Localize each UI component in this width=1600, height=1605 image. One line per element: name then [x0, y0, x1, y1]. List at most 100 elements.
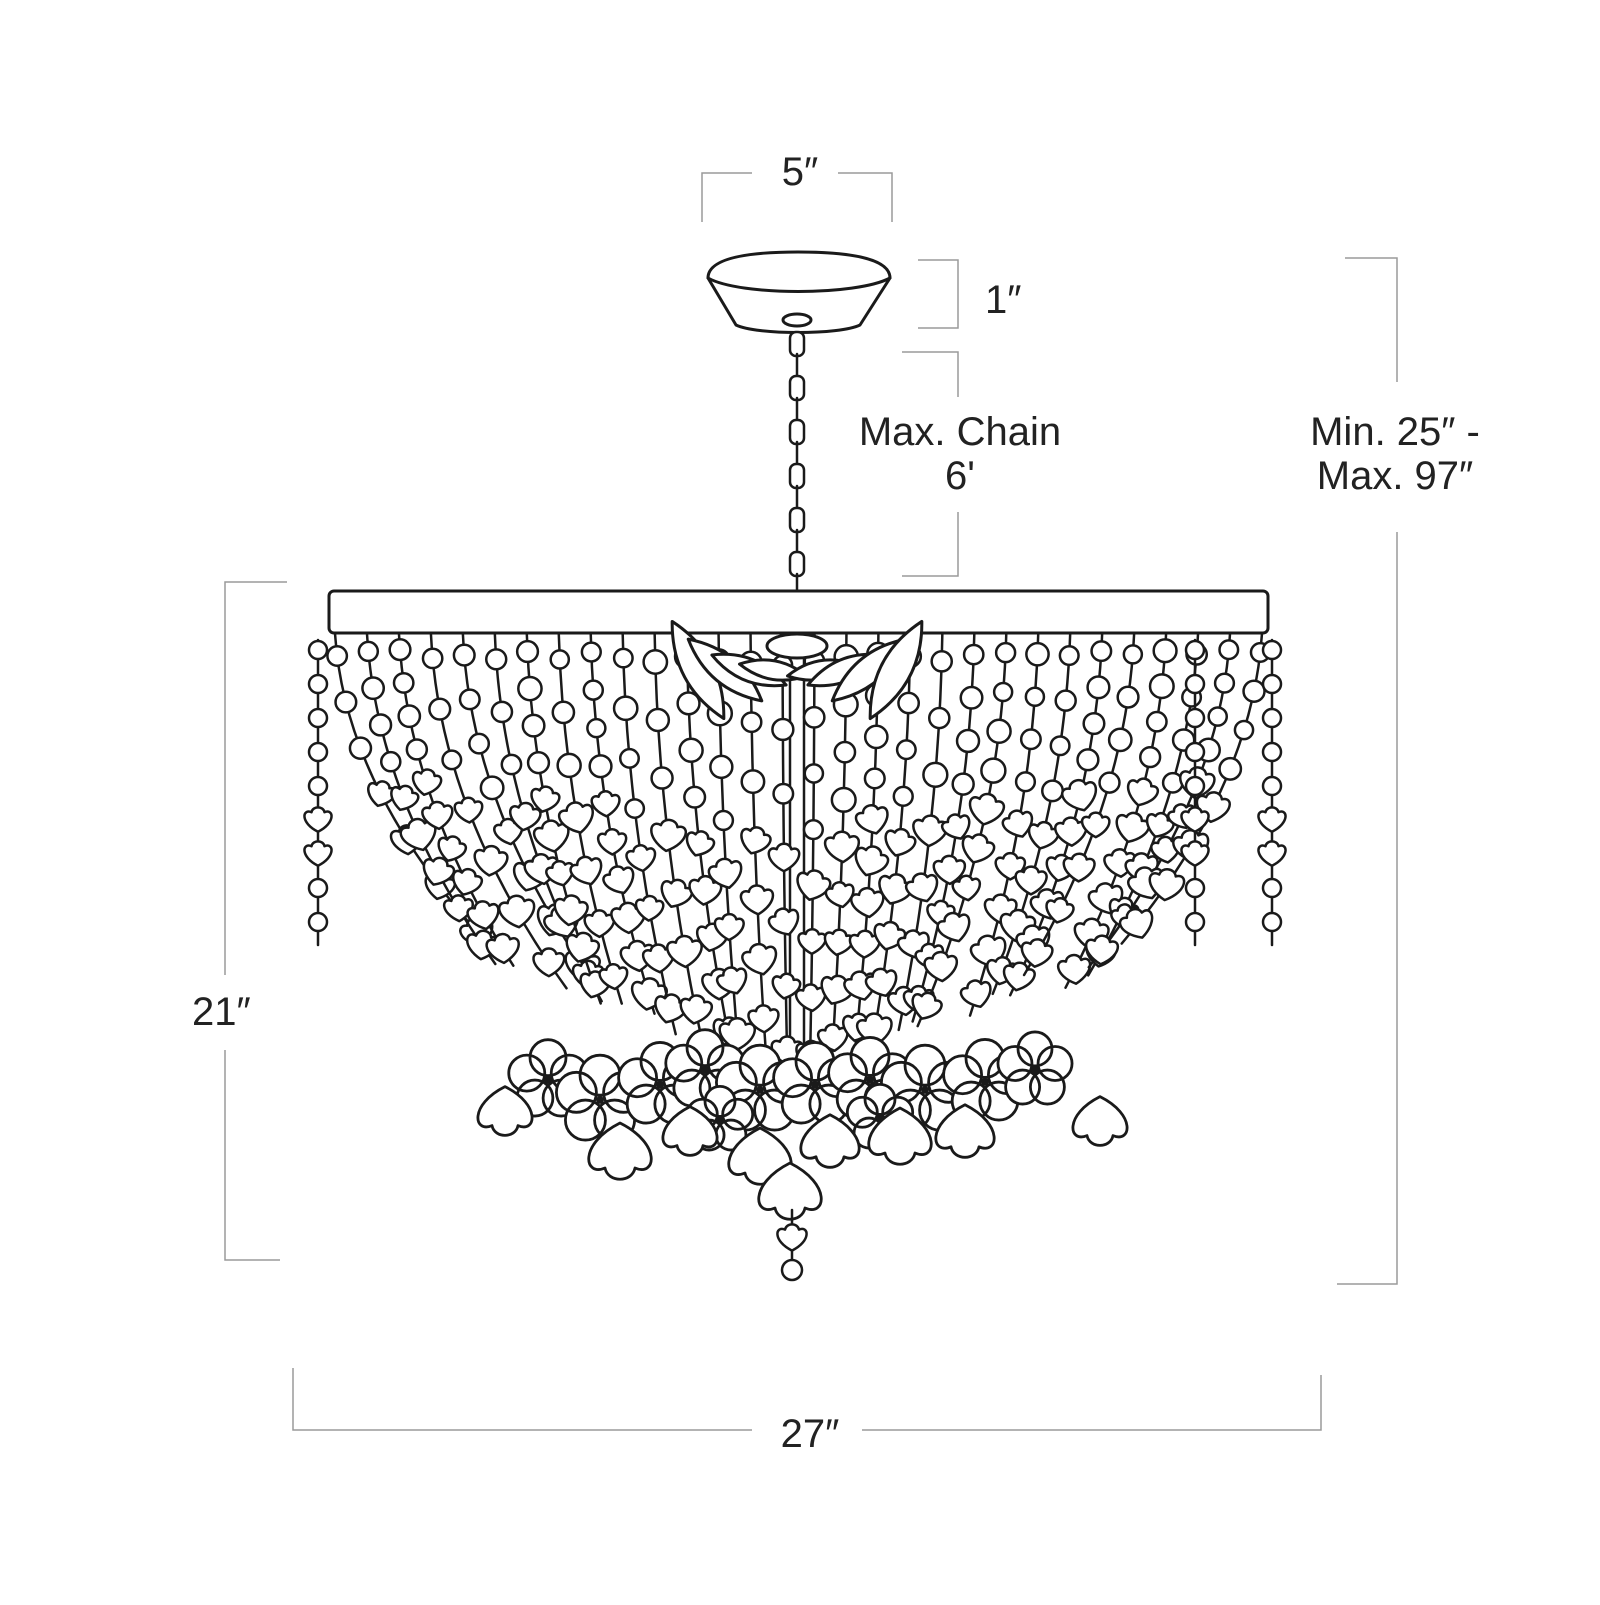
- fixture-height-bracket: [224, 581, 287, 975]
- crystal-flower: [767, 907, 800, 936]
- crystal-flower: [421, 800, 454, 831]
- crystal-bead: [551, 700, 576, 725]
- crystal-bead: [802, 819, 825, 841]
- crystal-bead: [1098, 771, 1121, 794]
- crystal-bead: [1184, 639, 1206, 661]
- flower-center: [921, 1086, 929, 1094]
- crystal-bead: [922, 761, 949, 788]
- crystal-flower: [1014, 865, 1048, 896]
- crystal-flower: [707, 857, 743, 889]
- crystal-bead: [1041, 779, 1064, 803]
- canopy-height-bracket: [918, 259, 959, 329]
- crystal-flower: [867, 1106, 933, 1166]
- crystal-bead: [1261, 707, 1283, 729]
- crystal-bead: [645, 707, 671, 733]
- crystal-bead: [803, 763, 825, 784]
- crystal-bead: [1019, 728, 1042, 751]
- crystal-bead: [588, 754, 613, 779]
- crystal-bead: [1184, 877, 1206, 899]
- crystal-bead: [1116, 685, 1140, 709]
- crystal-flower: [911, 991, 943, 1020]
- crystal-bead: [580, 641, 602, 663]
- crystal-bead: [780, 1258, 804, 1282]
- crystal-flower: [940, 813, 971, 840]
- crystal-bead: [549, 649, 571, 670]
- crystal-flower: [532, 947, 566, 978]
- crystal-bead: [479, 775, 505, 801]
- fixture-width-bracket-right: [862, 1375, 1322, 1431]
- crystal-bead: [612, 695, 639, 722]
- flower-cluster: [476, 1028, 1129, 1221]
- crystal-flower: [1080, 811, 1111, 839]
- crystal-bead: [526, 751, 551, 775]
- crystal-bead: [348, 736, 373, 760]
- dimension-lines: [224, 172, 1398, 1431]
- crystal-bead: [1184, 741, 1206, 763]
- crystal-flower: [1148, 868, 1186, 902]
- crystal-flower: [718, 1016, 756, 1052]
- crystal-bead: [1218, 756, 1243, 781]
- chain: [788, 330, 806, 600]
- crystal-flower: [850, 886, 885, 919]
- crystal-bead: [1024, 686, 1046, 708]
- crystal-bead: [1058, 644, 1080, 667]
- crystal-flower: [453, 796, 484, 824]
- crystal-bead: [1184, 775, 1206, 797]
- crystal-bead: [709, 754, 734, 780]
- crystal-flower: [959, 979, 992, 1009]
- crystal-bead: [357, 640, 380, 663]
- crystal-bead: [405, 738, 429, 761]
- crystal-bead: [624, 798, 646, 819]
- bottom-drop: [776, 1208, 808, 1282]
- crystal-bead: [772, 782, 795, 805]
- crystal-bead: [500, 753, 523, 776]
- crystal-flower: [823, 830, 861, 864]
- crystal-flower: [437, 835, 468, 862]
- crystal-bead: [307, 707, 329, 729]
- crystal-bead: [1207, 706, 1229, 727]
- crystal-flower: [602, 865, 635, 895]
- crystal-bead: [1261, 639, 1283, 661]
- crystal-bead: [1261, 775, 1283, 797]
- crystal-bead: [556, 752, 582, 779]
- crystal-flower: [598, 963, 629, 991]
- crystal-flower: [557, 801, 594, 834]
- strand-wire: [808, 631, 816, 1084]
- crystal-bead: [1139, 745, 1162, 769]
- leaf-rosette: [670, 619, 924, 721]
- crystal-flower: [411, 768, 443, 796]
- chain-link: [788, 462, 806, 490]
- crystal-flower: [1257, 806, 1287, 833]
- crystal-flower: [1057, 953, 1092, 985]
- crystal-flower: [666, 934, 703, 969]
- canopy-loop: [781, 312, 813, 328]
- crystal-bead: [1054, 689, 1077, 712]
- crystal-flower: [757, 1161, 823, 1221]
- flower-center: [756, 1086, 764, 1094]
- crystal-bead: [1107, 727, 1133, 753]
- crystal-flower: [1084, 934, 1119, 966]
- crystal-flower: [587, 1121, 653, 1181]
- rosette-hub: [765, 632, 829, 660]
- crystal-bead: [307, 639, 329, 661]
- flower-center: [716, 1116, 724, 1124]
- crystal-flower: [796, 869, 832, 901]
- strand-wire: [1022, 631, 1136, 977]
- crystal-bead: [642, 649, 669, 675]
- overall-height-bracket: [1345, 257, 1398, 382]
- flower-center: [544, 1076, 552, 1084]
- crystal-flower: [625, 844, 657, 873]
- crystal-flower: [569, 855, 603, 886]
- crystal-bead: [863, 724, 889, 750]
- crystal-bead: [307, 741, 329, 763]
- crystal-flower: [1062, 852, 1096, 883]
- strand-wire: [461, 631, 599, 989]
- flower-center: [596, 1096, 604, 1104]
- crystal-flower: [685, 830, 716, 857]
- max-chain-label-line1: Max. Chain: [858, 410, 1062, 454]
- crystal-bead: [515, 639, 540, 664]
- canopy-width-label: 5″: [781, 150, 819, 194]
- crystal-bead: [1261, 877, 1283, 899]
